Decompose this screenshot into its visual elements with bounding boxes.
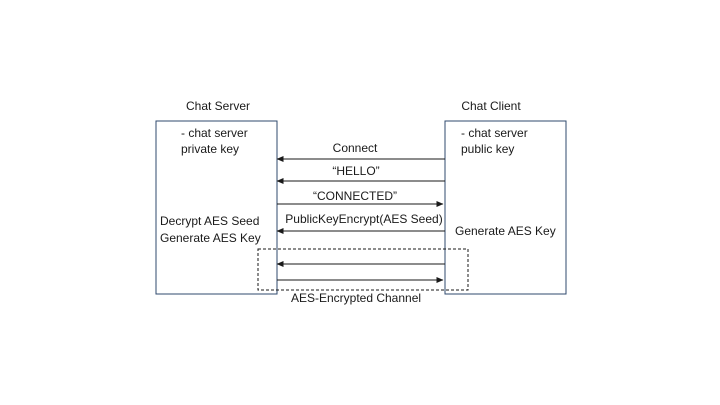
message-label-hello: “HELLO” bbox=[332, 164, 380, 178]
message-label-connected: “CONNECTED” bbox=[313, 189, 397, 203]
server-note-line-2: private key bbox=[181, 142, 240, 156]
message-label-connect: Connect bbox=[332, 141, 378, 155]
server-action-generate: Generate AES Key bbox=[160, 231, 261, 245]
client-action-generate: Generate AES Key bbox=[455, 224, 556, 238]
server-note-line-1: - chat server bbox=[181, 126, 248, 140]
message-label-publickeyencrypt: PublicKeyEncrypt(AES Seed) bbox=[285, 212, 443, 226]
client-note-line-1: - chat server bbox=[461, 126, 528, 140]
aes-channel-label: AES-Encrypted Channel bbox=[290, 291, 422, 305]
aes-channel-dashed-box bbox=[257, 248, 469, 291]
chat-client-box bbox=[444, 120, 567, 295]
chat-client-title: Chat Client bbox=[461, 99, 521, 113]
server-action-decrypt: Decrypt AES Seed bbox=[160, 214, 260, 228]
client-note-line-2: public key bbox=[461, 142, 515, 156]
chat-server-title: Chat Server bbox=[185, 99, 251, 113]
chat-server-box bbox=[155, 120, 278, 295]
